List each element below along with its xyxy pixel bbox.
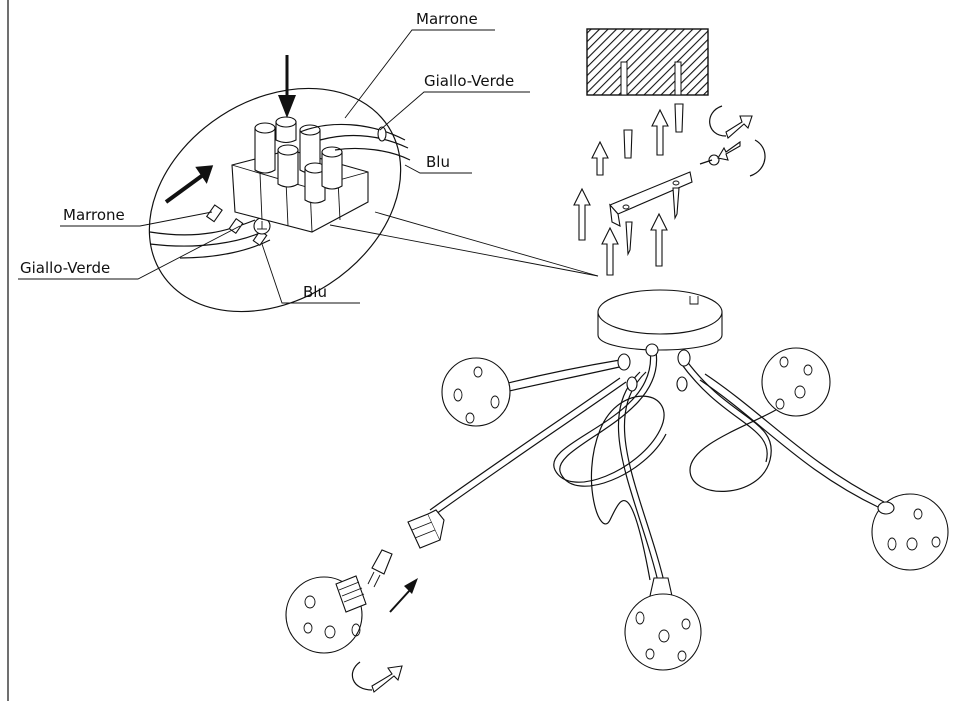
screws: [625, 154, 720, 257]
label-giallo-verde-top: Giallo-Verde: [424, 72, 514, 90]
globe-right-top: [761, 347, 831, 417]
wire-tip-yellowgreen: [228, 218, 244, 234]
mounting-bracket: [609, 171, 693, 215]
label-marrone-top: Marrone: [416, 10, 478, 28]
arrow-down-icon: [278, 55, 296, 118]
arrow-insert-icon: [164, 165, 214, 204]
rotate-arrow-icons: [709, 105, 766, 177]
globe-left-top: [441, 357, 511, 427]
detail-ellipse: [148, 87, 402, 313]
label-marrone-left: Marrone: [63, 206, 125, 224]
ceiling-canopy: [597, 289, 723, 351]
label-blu-bottom: Blu: [303, 283, 327, 301]
arrow-up-icons: [573, 108, 669, 276]
wall-plugs: [623, 103, 684, 159]
arrow-up-right-icon: [389, 578, 418, 613]
globe-right: [871, 493, 949, 571]
label-giallo-verde-left: Giallo-Verde: [20, 259, 110, 277]
ceiling-mount-hardware: [573, 28, 766, 276]
chandelier: [285, 289, 949, 693]
terminal-block-detail: Marrone Giallo-Verde Blu Marrone Giallo-…: [18, 10, 599, 313]
globe-bottom: [624, 577, 702, 671]
ceiling-block: [586, 28, 709, 96]
wire-tip-brown: [205, 204, 223, 223]
globe-left-bottom: [285, 575, 367, 654]
bulb-icon: [367, 549, 393, 588]
label-blu-top: Blu: [426, 153, 450, 171]
socket-connector: [407, 509, 445, 549]
rotate-arrow-icon: [351, 661, 403, 693]
